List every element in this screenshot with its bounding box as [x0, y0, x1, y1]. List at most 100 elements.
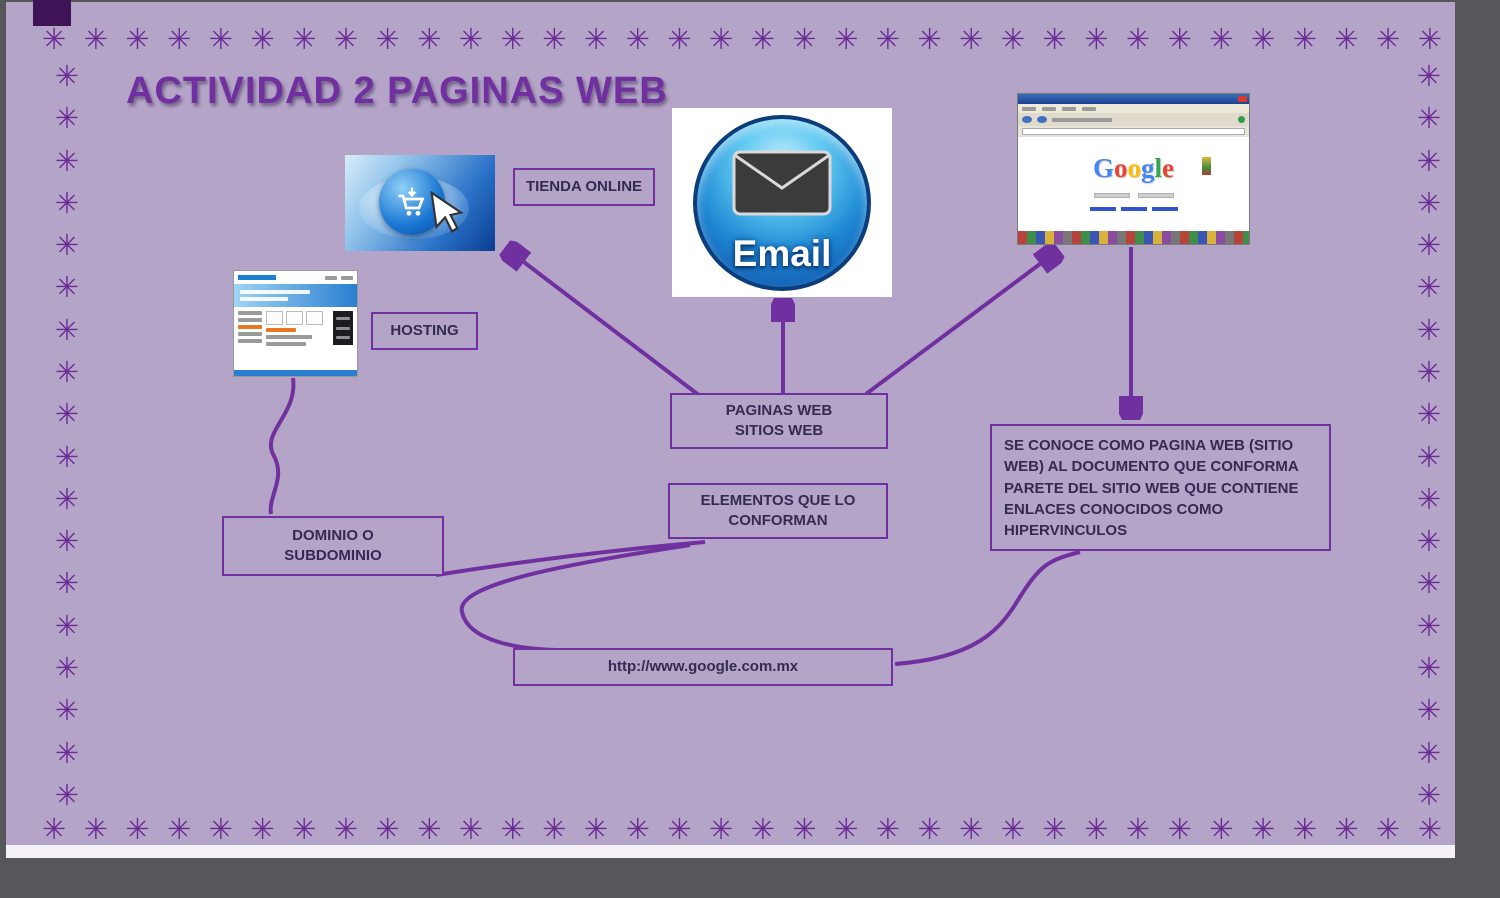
flower-icon: ✳ — [1416, 777, 1442, 812]
browser-toolbar — [1018, 113, 1249, 126]
flower-icon: ✳ — [917, 811, 942, 846]
flower-icon: ✳ — [1416, 397, 1442, 432]
flower-icon: ✳ — [167, 811, 192, 846]
node-tienda-label: TIENDA ONLINE — [525, 177, 643, 195]
flower-icon: ✳ — [1292, 21, 1317, 56]
flower-icon: ✳ — [1417, 811, 1442, 846]
flower-icon: ✳ — [54, 439, 80, 474]
flower-icon: ✳ — [42, 811, 67, 846]
flower-icon: ✳ — [54, 735, 80, 770]
flower-icon: ✳ — [292, 811, 317, 846]
forward-icon — [1037, 116, 1047, 123]
flower-icon: ✳ — [375, 21, 400, 56]
google-buttons — [1018, 193, 1249, 198]
flower-icon: ✳ — [625, 811, 650, 846]
flower-icon: ✳ — [792, 811, 817, 846]
flower-icon: ✳ — [1416, 270, 1442, 305]
hostsite-hero-banner — [234, 284, 357, 307]
flower-icon: ✳ — [54, 143, 80, 178]
hostsite-logo — [238, 275, 276, 280]
google-side-badge — [1202, 157, 1211, 175]
flower-icon: ✳ — [250, 811, 275, 846]
flower-icon: ✳ — [917, 21, 942, 56]
flower-icon: ✳ — [458, 811, 484, 846]
browser-title-bar — [1018, 94, 1249, 104]
node-definition: SE CONOCE COMO PAGINA WEB (SITIO WEB) AL… — [990, 424, 1331, 551]
flower-icon: ✳ — [1376, 21, 1401, 56]
server-stack-icon — [333, 311, 353, 345]
flower-icon: ✳ — [1416, 524, 1442, 559]
flower-icon: ✳ — [1000, 811, 1026, 846]
flower-icon: ✳ — [458, 21, 484, 56]
corner-decoration — [33, 0, 71, 26]
flower-icon: ✳ — [1416, 481, 1442, 516]
flower-icon: ✳ — [1250, 811, 1276, 846]
hostsite-footer — [234, 370, 357, 376]
flower-icon: ✳ — [1376, 811, 1401, 846]
flower-icon: ✳ — [54, 397, 80, 432]
mouse-cursor-icon — [428, 187, 469, 242]
flower-icon: ✳ — [1416, 608, 1442, 643]
shopping-cart-icon — [398, 187, 425, 216]
google-logo: Google — [1092, 153, 1174, 183]
flower-icon: ✳ — [54, 185, 80, 220]
flower-icon: ✳ — [959, 811, 984, 846]
node-elementos: ELEMENTOS QUE LO CONFORMAN — [668, 483, 888, 539]
flower-icon: ✳ — [1292, 811, 1317, 846]
hostsite-body — [234, 307, 357, 370]
flower-icon: ✳ — [1125, 21, 1151, 56]
browser-content: Google — [1018, 137, 1249, 231]
hostsite-header — [234, 271, 357, 284]
flower-icon: ✳ — [1042, 21, 1067, 56]
flower-icon: ✳ — [1334, 21, 1359, 56]
address-input — [1022, 128, 1245, 135]
flower-icon: ✳ — [250, 21, 275, 56]
flower-icon: ✳ — [875, 811, 901, 846]
browser-menu-bar — [1018, 104, 1249, 113]
flower-icon: ✳ — [333, 21, 359, 56]
flower-icon: ✳ — [417, 21, 442, 56]
node-paginas-web: PAGINAS WEB SITIOS WEB — [670, 393, 888, 449]
flower-icon: ✳ — [54, 228, 80, 263]
flower-icon: ✳ — [1416, 650, 1442, 685]
flower-icon: ✳ — [54, 354, 80, 389]
flower-icon: ✳ — [1167, 811, 1192, 846]
flower-icon: ✳ — [1417, 21, 1442, 56]
node-hosting-label: HOSTING — [390, 321, 459, 339]
flower-border-bottom: ✳✳✳✳✳✳✳✳✳✳✳✳✳✳✳✳✳✳✳✳✳✳✳✳✳✳✳✳✳✳✳✳✳✳ — [42, 812, 1442, 846]
flower-icon: ✳ — [709, 811, 734, 846]
flower-icon: ✳ — [750, 21, 775, 56]
flower-icon: ✳ — [1416, 312, 1442, 347]
flower-icon: ✳ — [542, 21, 567, 56]
browser-address-bar — [1018, 126, 1249, 137]
flower-icon: ✳ — [875, 21, 901, 56]
node-definition-text: SE CONOCE COMO PAGINA WEB (SITIO WEB) AL… — [1004, 437, 1299, 540]
flower-border-top: ✳✳✳✳✳✳✳✳✳✳✳✳✳✳✳✳✳✳✳✳✳✳✳✳✳✳✳✳✳✳✳✳✳✳ — [42, 22, 1442, 56]
flower-icon: ✳ — [834, 811, 859, 846]
flower-icon: ✳ — [333, 811, 359, 846]
slide-bottom-margin — [6, 845, 1455, 858]
flower-icon: ✳ — [583, 21, 609, 56]
node-paginas-line2: SITIOS WEB — [734, 422, 824, 439]
node-elementos-line2: CONFORMAN — [728, 512, 828, 529]
flower-icon: ✳ — [54, 312, 80, 347]
flower-icon: ✳ — [83, 21, 108, 56]
flower-icon: ✳ — [500, 21, 525, 56]
flower-icon: ✳ — [54, 650, 80, 685]
flower-icon: ✳ — [1250, 21, 1276, 56]
flower-icon: ✳ — [542, 811, 567, 846]
flower-icon: ✳ — [959, 21, 984, 56]
flower-icon: ✳ — [1167, 21, 1192, 56]
back-icon — [1022, 116, 1032, 123]
email-label: Email — [732, 233, 832, 274]
node-dominio-line2: SUBDOMINIO — [284, 547, 382, 564]
flower-icon: ✳ — [1416, 566, 1442, 601]
email-circle-shape — [693, 115, 871, 291]
flower-icon: ✳ — [1416, 693, 1442, 728]
flower-icon: ✳ — [500, 811, 525, 846]
flower-icon: ✳ — [208, 21, 234, 56]
flower-icon: ✳ — [1042, 811, 1067, 846]
flower-icon: ✳ — [54, 524, 80, 559]
flower-icon: ✳ — [1416, 143, 1442, 178]
